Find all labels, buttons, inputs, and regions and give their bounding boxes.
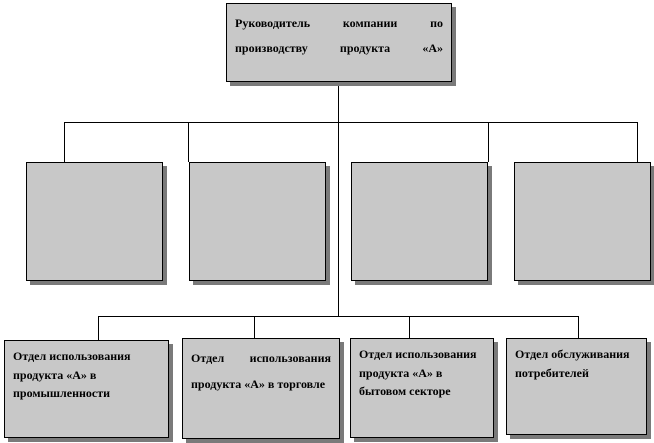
- company-head-box: Руководитель компании по производству пр…: [226, 3, 452, 82]
- department-label: Отдел использования продукта «А» в бытов…: [359, 347, 477, 399]
- department-box-household: Отдел использования продукта «А» в бытов…: [350, 338, 494, 438]
- department-box-customer-service: Отдел обслуживания потребителей: [506, 338, 647, 435]
- blank-box-3: [351, 162, 488, 281]
- blank-box-2: [189, 162, 326, 281]
- blank-box-1: [26, 162, 163, 281]
- company-head-title: Руководитель компании по производству пр…: [235, 16, 443, 55]
- department-label: Отдел использования продукта «А» в промы…: [13, 349, 131, 401]
- department-box-trade: Отдел использования продукта «А» в торго…: [182, 338, 340, 439]
- department-label: Отдел использования продукта «А» в торго…: [191, 351, 331, 391]
- department-label: Отдел обслуживания потребителей: [515, 347, 630, 380]
- blank-box-4: [514, 162, 651, 281]
- department-box-industry: Отдел использования продукта «А» в промы…: [4, 340, 169, 438]
